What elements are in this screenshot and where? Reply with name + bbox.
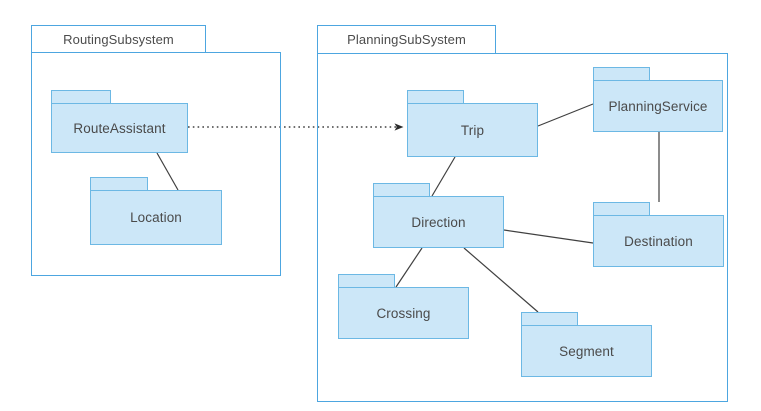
package-body: Destination [593, 215, 724, 267]
package-label: Destination [624, 233, 693, 249]
package-tab [593, 202, 650, 215]
package-body: Trip [407, 103, 538, 157]
subsystem-label: RoutingSubsystem [63, 31, 174, 47]
subsystem-label: PlanningSubSystem [347, 32, 466, 47]
subsystem-body [317, 53, 728, 402]
package-body: Crossing [338, 287, 469, 339]
subsystem-tab: RoutingSubsystem [31, 25, 206, 52]
package-tab [338, 274, 395, 287]
package-body: Segment [521, 325, 652, 377]
package-body: PlanningService [593, 80, 723, 132]
package-label: Segment [559, 343, 614, 359]
package-body: RouteAssistant [51, 103, 188, 153]
package-tab [521, 312, 578, 325]
subsystem-tab: PlanningSubSystem [317, 25, 496, 53]
package-body: Location [90, 190, 222, 245]
package-tab [51, 90, 111, 103]
package-tab [593, 67, 650, 80]
package-label: Trip [460, 122, 485, 138]
package-label: Direction [411, 214, 466, 230]
package-label: RouteAssistant [73, 120, 166, 136]
package-tab [90, 177, 148, 190]
package-label: Crossing [376, 305, 431, 321]
package-label: PlanningService [608, 98, 708, 114]
package-label: Location [130, 210, 182, 225]
package-tab [407, 90, 464, 103]
package-body: Direction [373, 196, 504, 248]
subsystem-body [31, 52, 281, 276]
package-tab [373, 183, 430, 196]
